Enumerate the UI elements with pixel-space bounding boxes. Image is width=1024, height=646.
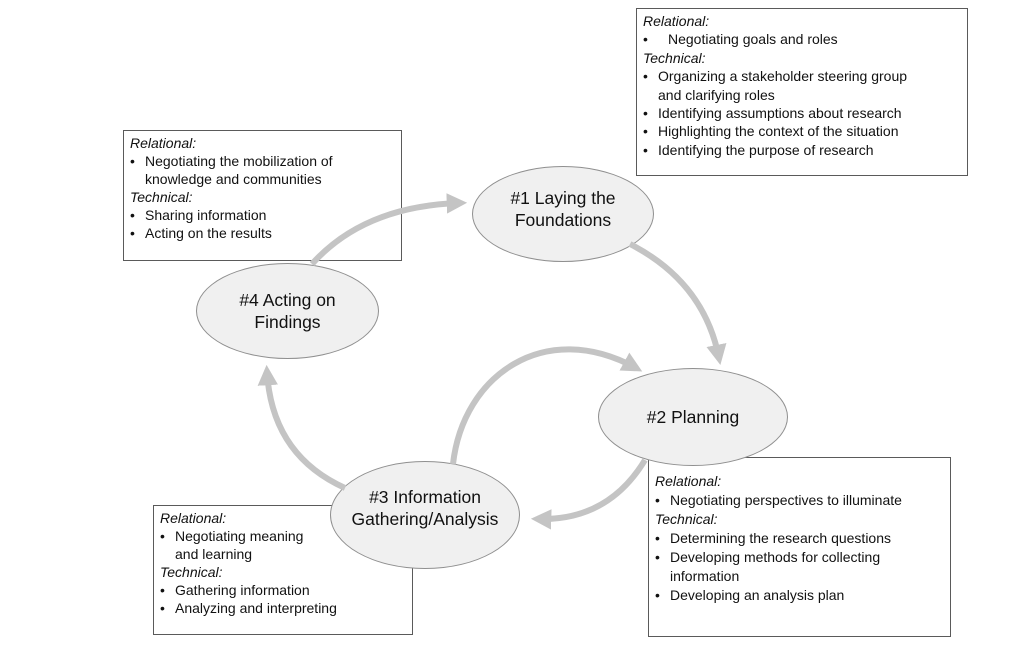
section-header: Relational: — [130, 135, 197, 151]
stage-ellipse-information-gathering-analysis: #3 Information Gathering/Analysis — [330, 461, 520, 569]
section-header: Relational: — [643, 13, 710, 29]
stage-ellipse-acting-on-findings: #4 Acting on Findings — [196, 263, 379, 359]
bullet-item: • Highlighting the context of the situat… — [643, 123, 899, 140]
bullet-item: • Organizing a stakeholder steering grou… — [643, 68, 908, 103]
stage-ellipse-planning: #2 Planning — [598, 368, 788, 466]
bullet-glyph: • — [655, 587, 660, 603]
callout-box-stage1: Relational: • Negotiating goals and role… — [636, 8, 968, 176]
bullet-item: • Negotiating perspectives to illuminate — [655, 492, 902, 508]
bullet-glyph: • — [655, 530, 660, 546]
stage-ellipse-laying-foundations: #1 Laying the Foundations — [472, 166, 654, 262]
bullet-glyph: • — [655, 492, 660, 508]
bullet-glyph: • — [655, 549, 660, 565]
section-header: Relational: — [655, 473, 722, 489]
arrow-stage3-to-stage4 — [257, 364, 347, 491]
bullet-item: • Sharing information — [130, 207, 267, 223]
section-header: Technical: — [130, 189, 193, 205]
bullet-item: • Negotiating meaning and learning — [160, 528, 304, 562]
section-header: Technical: — [643, 49, 706, 66]
bullet-item: • Developing methods for collecting info… — [655, 549, 881, 584]
arrow-stage2-to-stage3 — [530, 458, 648, 530]
callout-box-stage2: Relational: • Negotiating perspectives t… — [648, 457, 951, 637]
stage-label: #3 Information Gathering/Analysis — [351, 487, 499, 529]
callout-box-stage4: Relational: • Negotiating the mobilizati… — [123, 130, 402, 261]
section-header: Relational: — [160, 510, 227, 526]
stage-label: #1 Laying the Foundations — [510, 188, 616, 230]
bullet-glyph: • — [160, 582, 165, 598]
bullet-glyph: • — [160, 600, 165, 616]
bullet-item: • Analyzing and interpreting — [160, 600, 337, 616]
bullet-glyph: • — [643, 123, 648, 140]
bullet-glyph: • — [643, 31, 648, 48]
bullet-glyph: • — [160, 528, 165, 544]
bullet-glyph: • — [643, 141, 648, 158]
bullet-glyph: • — [130, 207, 135, 223]
bullet-item: • Identifying the purpose of research — [643, 141, 874, 158]
bullet-item: • Determining the research questions — [655, 530, 892, 546]
bullet-item: • Gathering information — [160, 582, 310, 598]
stage-label: #2 Planning — [646, 407, 740, 427]
bullet-glyph: • — [643, 105, 648, 122]
bullet-item: • Negotiating the mobilization of knowle… — [130, 153, 333, 187]
bullet-item: • Developing an analysis plan — [655, 587, 845, 603]
section-header: Technical: — [655, 511, 718, 527]
arrow-stage1-to-stage2 — [628, 241, 727, 366]
bullet-glyph: • — [130, 153, 135, 169]
bullet-glyph: • — [130, 225, 135, 241]
bullet-glyph: • — [643, 68, 648, 85]
stage-label: #4 Acting on Findings — [239, 290, 336, 332]
bullet-item: • Identifying assumptions about research — [643, 105, 902, 122]
section-header: Technical: — [160, 564, 223, 580]
bullet-item: • Negotiating goals and roles — [643, 31, 838, 48]
bullet-item: • Acting on the results — [130, 225, 272, 241]
